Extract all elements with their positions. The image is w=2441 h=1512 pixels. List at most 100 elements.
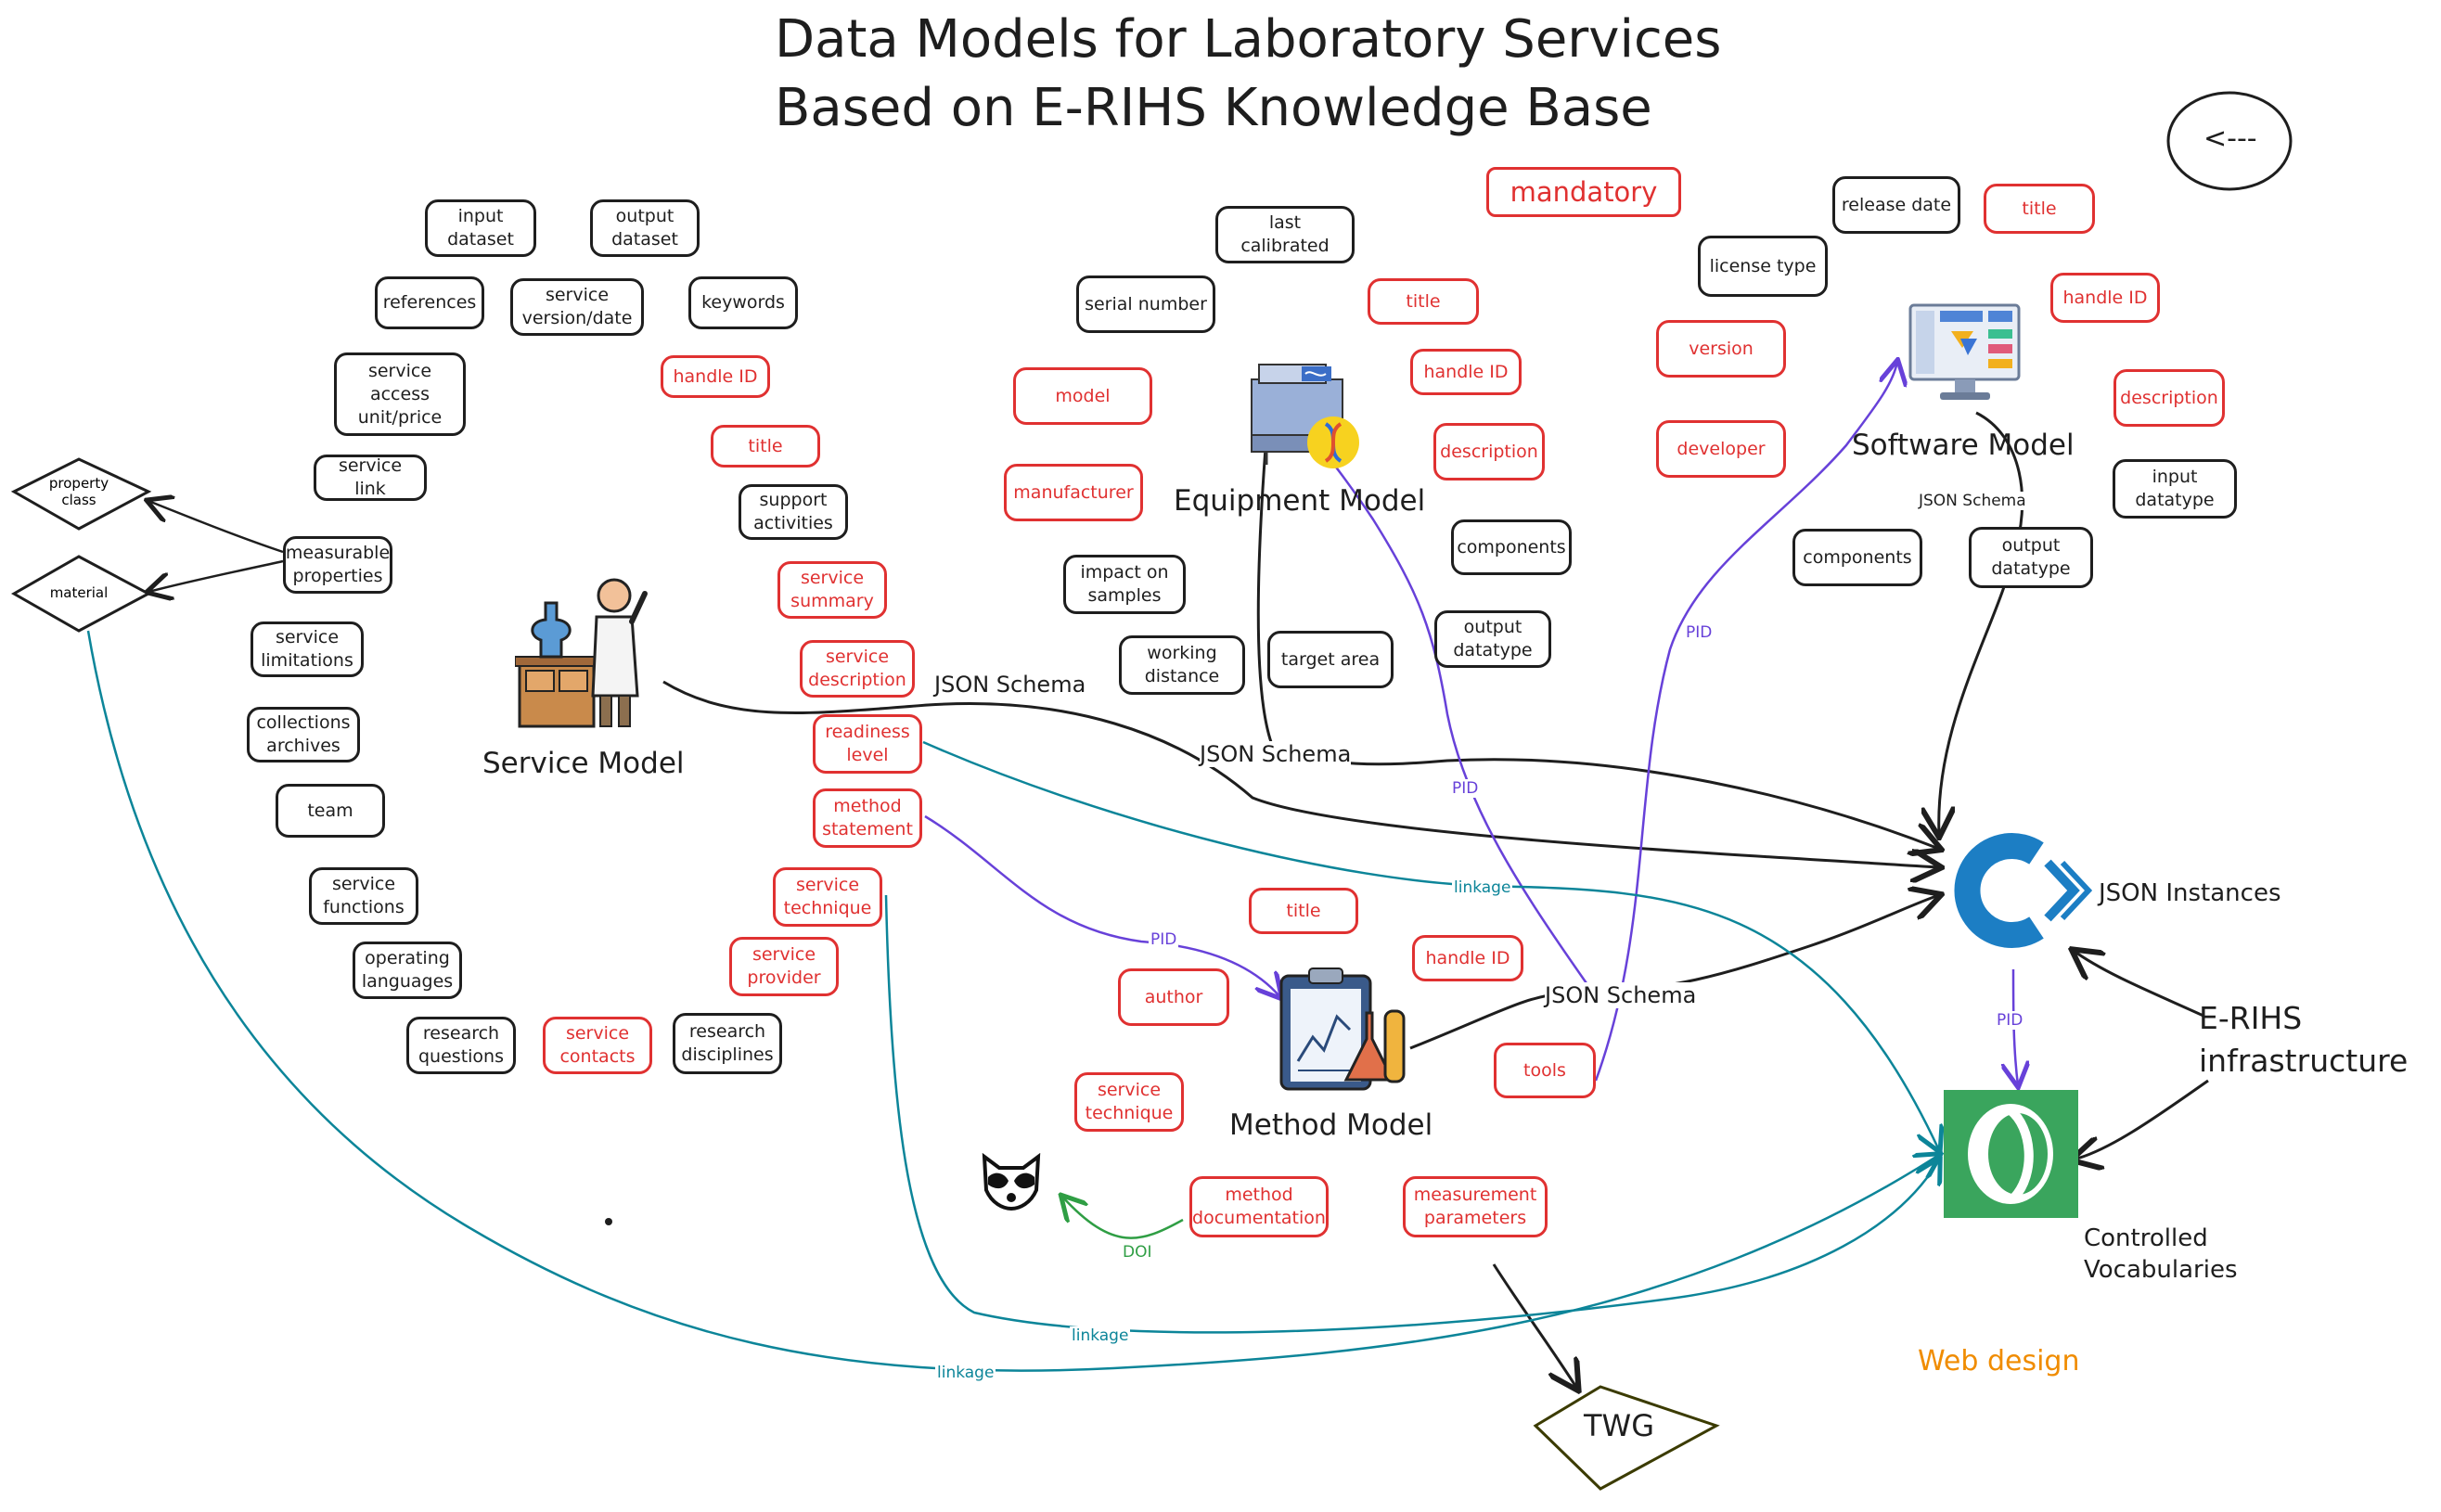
erihs-infrastructure-label: E-RIHS infrastructure xyxy=(2199,1000,2409,1079)
software-attribute-release-date: release date xyxy=(1832,176,1960,234)
equipment-attribute-title: title xyxy=(1368,278,1479,325)
measurement-to-twg xyxy=(1492,1263,1577,1389)
service-attribute-collections-archives: collections archives xyxy=(247,707,360,762)
equipment-attribute-working-distance: working distance xyxy=(1119,635,1245,695)
material-diamond xyxy=(10,555,152,633)
json-instances-icon xyxy=(1954,833,2092,948)
equipment-attribute-manufacturer: manufacturer xyxy=(1004,464,1143,521)
service-attribute-handle-id: handle ID xyxy=(661,355,770,398)
software-attribute-developer: developer xyxy=(1656,420,1786,478)
service-attribute-research-disciplines: research disciplines xyxy=(673,1013,782,1074)
equipment-attribute-model: model xyxy=(1013,367,1152,425)
service-attribute-input-dataset: input dataset xyxy=(425,199,536,257)
software-attribute-license-type: license type xyxy=(1698,236,1828,297)
property-class-label: property class xyxy=(48,475,109,508)
software-icon xyxy=(1908,303,2021,400)
method-model-label: Method Model xyxy=(1229,1108,1433,1142)
service-attribute-research-questions: research questions xyxy=(406,1017,516,1074)
method-statement-pid-connector xyxy=(924,814,1280,997)
diagram-title: Data Models for Laboratory Services Base… xyxy=(775,9,1722,138)
doi-connector xyxy=(1062,1197,1184,1239)
service-attribute-service-description: service description xyxy=(800,640,915,698)
equipment-model-label: Equipment Model xyxy=(1174,484,1426,518)
equipment-attribute-impact-on-samples: impact on samples xyxy=(1063,555,1186,614)
equipment-attribute-output-datatype: output datatype xyxy=(1434,610,1551,668)
equipment-schema-connector xyxy=(1256,435,1939,849)
software-attribute-title: title xyxy=(1984,184,2095,234)
measurable-to-property-class xyxy=(148,501,284,554)
twg-label: TWG xyxy=(1584,1408,1654,1443)
erihs-to-json-instances xyxy=(2074,951,2204,1018)
software-attribute-description: description xyxy=(2113,369,2225,427)
method-attribute-service-technique: service technique xyxy=(1074,1072,1184,1132)
software-attribute-output-datatype: output datatype xyxy=(1969,527,2093,588)
service-attribute-keywords: keywords xyxy=(688,276,798,329)
equipment-attribute-last-calibrated: last calibrated xyxy=(1215,206,1355,263)
back-button[interactable]: <--- xyxy=(2203,122,2257,155)
stray-dot xyxy=(605,1218,612,1225)
service-attribute-readiness-level: readiness level xyxy=(813,714,922,774)
material-linkage-connector xyxy=(86,630,1939,1372)
pid-label-software: PID xyxy=(1684,623,1715,642)
service-attribute-service-version-date: service version/date xyxy=(510,278,644,336)
doi-label: DOI xyxy=(1121,1243,1154,1262)
method-attribute-title: title xyxy=(1249,888,1358,934)
json-instances-label: JSON Instances xyxy=(2099,879,2281,907)
service-attribute-service-provider: service provider xyxy=(729,937,839,996)
service-attribute-service-limitations: service limitations xyxy=(251,621,364,677)
service-attribute-support-activities: support activities xyxy=(739,484,848,540)
pid-label-equipment: PID xyxy=(1450,779,1481,798)
equipment-icon xyxy=(1251,364,1359,468)
equipment-attribute-target-area: target area xyxy=(1267,631,1394,688)
equipment-attribute-components: components xyxy=(1451,519,1572,575)
equipment-json-schema-label: JSON Schema xyxy=(1200,741,1352,767)
linkage-label-readiness: linkage xyxy=(1452,878,1513,897)
technique-linkage-connector xyxy=(884,894,1939,1334)
erihs-to-vocabularies xyxy=(2074,1079,2209,1160)
mandatory-legend: mandatory xyxy=(1486,167,1681,217)
service-attribute-output-dataset: output dataset xyxy=(590,199,700,257)
method-attribute-author: author xyxy=(1118,968,1229,1026)
service-attribute-references: references xyxy=(375,276,484,329)
service-attribute-service-link: service link xyxy=(314,455,427,501)
service-attribute-method-statement: method statement xyxy=(813,788,922,848)
equipment-attribute-serial-number: serial number xyxy=(1076,275,1215,333)
method-attribute-handle-id: handle ID xyxy=(1412,935,1523,981)
web-design-label: Web design xyxy=(1918,1345,2080,1377)
linkage-label-technique: linkage xyxy=(1070,1326,1131,1345)
pid-label-instances: PID xyxy=(1995,1011,2025,1030)
service-attribute-service-contacts: service contacts xyxy=(543,1017,652,1074)
service-attribute-service-functions: service functions xyxy=(309,867,418,925)
method-attribute-tools: tools xyxy=(1494,1043,1596,1098)
service-attribute-service-technique: service technique xyxy=(773,867,882,927)
twg-diamond xyxy=(1533,1385,1720,1491)
controlled-vocabularies-label: Controlled Vocabularies xyxy=(2084,1224,2238,1284)
material-label: material xyxy=(49,584,109,601)
software-model-label: Software Model xyxy=(1852,429,2075,462)
software-schema-connector xyxy=(1939,411,2024,835)
equipment-attribute-handle-id: handle ID xyxy=(1410,349,1522,395)
property-class-diamond xyxy=(10,457,152,531)
tools-pid-connector xyxy=(1594,362,1897,1082)
software-attribute-handle-id: handle ID xyxy=(2050,273,2160,323)
method-attribute-measurement-parameters: measurement parameters xyxy=(1403,1176,1548,1237)
software-attribute-components: components xyxy=(1792,529,1922,586)
method-schema-connector xyxy=(1409,895,1939,1050)
scientist-icon xyxy=(515,578,648,728)
service-attribute-title: title xyxy=(711,425,820,468)
back-button-shape xyxy=(2166,91,2293,191)
method-icon xyxy=(1279,967,1406,1091)
pid-label-method-statement: PID xyxy=(1149,930,1179,949)
service-attribute-measurable-properties: measurable properties xyxy=(283,536,392,594)
equipment-attribute-description: description xyxy=(1433,423,1545,481)
service-schema-connector xyxy=(662,680,1939,867)
service-attribute-operating-languages: operating languages xyxy=(353,942,462,999)
measurable-to-material xyxy=(148,559,284,592)
software-attribute-input-datatype: input datatype xyxy=(2113,459,2237,519)
software-json-schema-label: JSON Schema xyxy=(1919,492,2026,510)
method-attribute-method-documentation: method documentation xyxy=(1189,1176,1329,1237)
service-attribute-team: team xyxy=(276,784,385,838)
service-attribute-service-access-unit-price: service access unit/price xyxy=(334,352,466,436)
linkage-label-material: linkage xyxy=(935,1364,996,1382)
software-attribute-version: version xyxy=(1656,320,1786,378)
